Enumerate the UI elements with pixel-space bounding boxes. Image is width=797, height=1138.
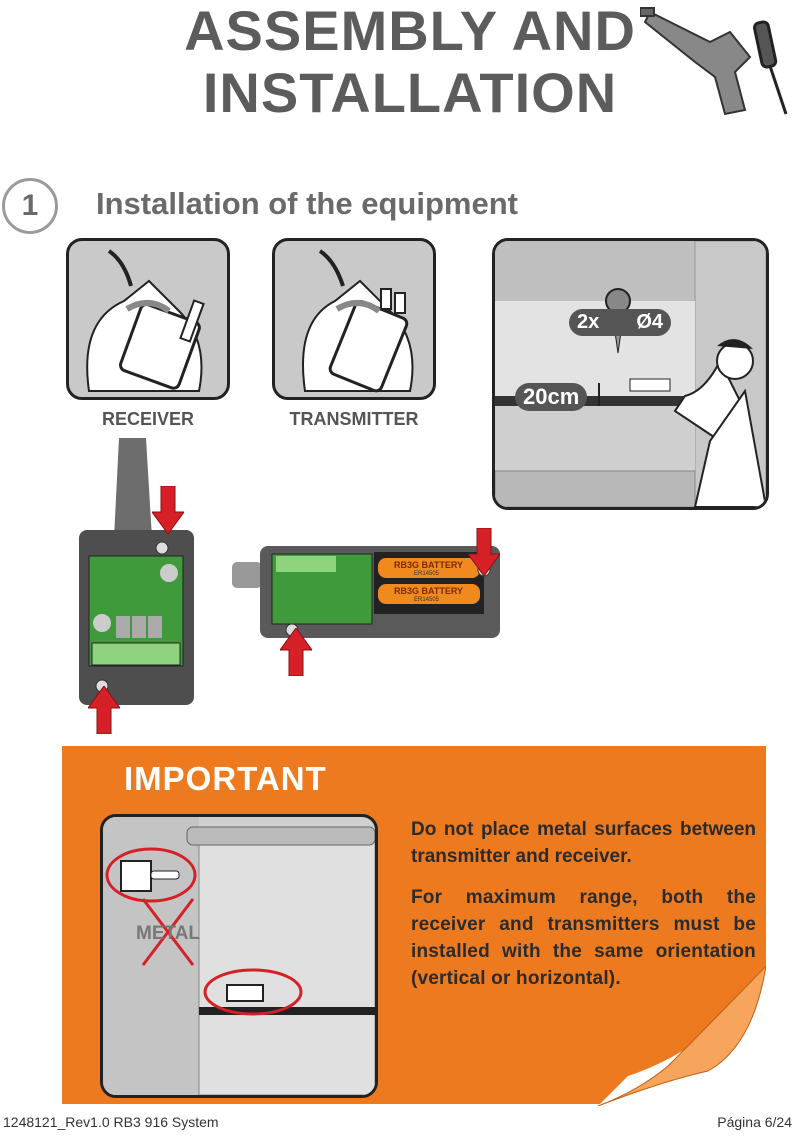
step-title: Installation of the equipment (96, 186, 518, 221)
hand-receiver-illustration (86, 249, 205, 392)
metal-warning-panel: METAL (100, 814, 378, 1098)
receiver-board-photo (74, 438, 196, 734)
battery-label-top: RB3G BATTERY (394, 560, 464, 570)
arrow-up-icon (88, 686, 120, 734)
receiver-panel (66, 238, 230, 400)
footer-page-number: Página 6/24 (717, 1114, 792, 1130)
title-line-1: ASSEMBLY AND (184, 0, 636, 62)
battery-label-bottom: RB3G BATTERY (394, 586, 464, 596)
transmitter-enclosure-illustration (232, 546, 500, 638)
page-curl-icon (597, 966, 766, 1106)
title-line-2: INSTALLATION (202, 61, 618, 124)
screw-spec-label: 2x Ø4 (569, 309, 672, 336)
important-paragraph-2: For maximum range, both the receiver and… (411, 887, 756, 989)
receiver-caption: RECEIVER (101, 409, 195, 429)
arrow-up-icon (280, 628, 312, 676)
screw-diameter: Ø4 (636, 311, 664, 333)
step-number-badge: 1 (2, 178, 58, 234)
metal-warning-illustration (103, 817, 375, 1095)
screw-quantity: 2x (577, 311, 600, 333)
battery-code-top: ER14505 (414, 571, 440, 577)
transmitter-panel (272, 238, 436, 400)
receiver-enclosure-illustration (79, 438, 194, 705)
important-paragraph-1: Do not place metal surfaces between tran… (411, 819, 756, 867)
arrow-down-icon (468, 528, 500, 576)
distance-label: 20cm (515, 383, 588, 411)
drill-screwdriver-icon (640, 7, 788, 116)
battery-code-bottom: ER14505 (414, 597, 440, 603)
important-title: IMPORTANT (124, 760, 327, 797)
arrow-down-icon (152, 486, 184, 534)
transmitter-caption: TRANSMITTER (289, 409, 419, 429)
transmitter-board-photo: RB3G BATTERY ER14505 RB3G BATTERY ER1450… (232, 540, 504, 644)
hand-transmitter-illustration (302, 249, 414, 393)
installation-scene-panel: 2x Ø4 20cm (492, 238, 769, 510)
metal-label: METAL (136, 923, 201, 944)
installer-scene-illustration (495, 241, 766, 507)
page-title: ASSEMBLY AND INSTALLATION (150, 0, 670, 124)
footer-doc-ref: 1248121_Rev1.0 RB3 916 System (3, 1114, 219, 1130)
